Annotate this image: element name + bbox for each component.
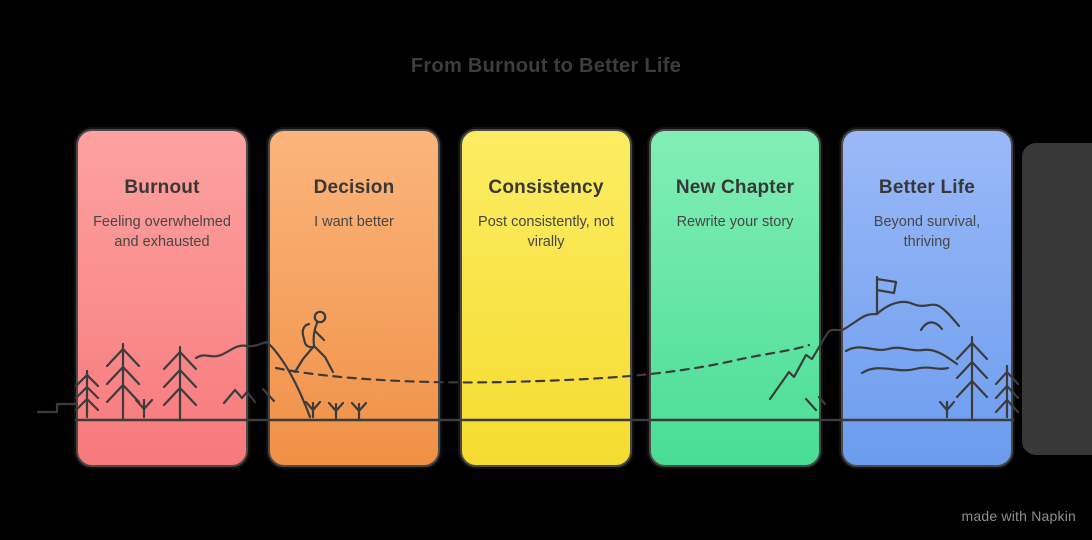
card-title: Consistency — [488, 177, 604, 198]
card-title: Better Life — [878, 177, 976, 198]
steps-icon — [36, 402, 79, 414]
card-description: Beyond survival, thriving — [873, 214, 981, 251]
card-burnout: Burnout Feeling overwhelmed and exhauste… — [76, 129, 248, 467]
card-consistency: Consistency Post consistently, not viral… — [460, 129, 632, 467]
card-title: Decision — [313, 177, 395, 198]
card-description: Rewrite your story — [676, 214, 794, 230]
card-description: I want better — [314, 214, 394, 230]
watermark: made with Napkin — [962, 508, 1076, 524]
watermark-text: made with Napkin — [961, 508, 1076, 524]
page-title: From Burnout to Better Life — [410, 55, 682, 77]
card-decision: Decision I want better — [268, 129, 440, 467]
card-title: Burnout — [124, 177, 200, 198]
card-title: New Chapter — [675, 177, 795, 198]
partial-next-card — [1022, 143, 1092, 455]
card-new-chapter: New Chapter Rewrite your story — [649, 129, 821, 467]
card-better-life: Better Life Beyond survival, thriving — [841, 129, 1013, 467]
card-description: Feeling overwhelmed and exhausted — [93, 214, 231, 251]
card-description: Post consistently, not virally — [478, 214, 614, 251]
